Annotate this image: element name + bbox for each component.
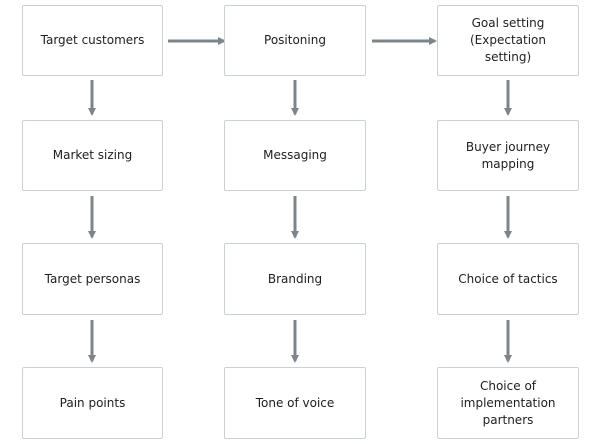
node-label: Buyer journey mapping — [465, 139, 551, 171]
node-target-personas: Target personas — [22, 243, 163, 315]
node-label: Goal setting (Expectation setting) — [469, 16, 546, 64]
node-label: Tone of voice — [255, 395, 335, 410]
node-goal-setting: Goal setting (Expectation setting) — [437, 5, 579, 76]
node-choice-of-implementation-partners: Choice of implementation partners — [437, 367, 579, 439]
node-buyer-journey-mapping: Buyer journey mapping — [437, 120, 579, 191]
node-label: Choice of tactics — [458, 271, 558, 286]
node-label: Messaging — [263, 148, 327, 162]
node-choice-of-tactics: Choice of tactics — [437, 243, 579, 315]
node-branding: Branding — [224, 243, 366, 315]
node-label: Target personas — [44, 271, 141, 286]
node-market-sizing: Market sizing — [22, 120, 163, 191]
node-label: Choice of implementation partners — [460, 378, 556, 427]
node-label: Positoning — [264, 33, 326, 47]
node-label: Pain points — [59, 395, 126, 410]
node-target-customers: Target customers — [22, 5, 163, 76]
node-tone-of-voice: Tone of voice — [224, 367, 366, 439]
node-label: Market sizing — [52, 148, 133, 162]
node-label: Target customers — [40, 33, 145, 47]
node-positioning: Positoning — [224, 5, 366, 76]
node-pain-points: Pain points — [22, 367, 163, 439]
node-label: Branding — [267, 271, 323, 286]
node-messaging: Messaging — [224, 120, 366, 191]
